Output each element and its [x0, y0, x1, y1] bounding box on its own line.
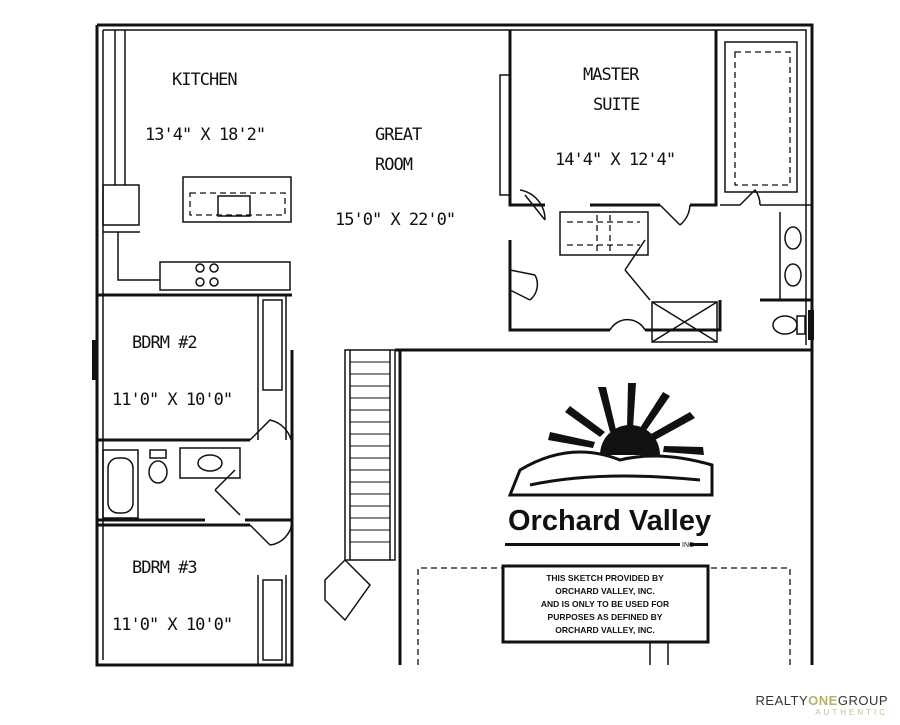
orchard-valley-logo: Orchard Valley INC	[505, 383, 714, 549]
logo-suffix: INC	[682, 542, 694, 549]
disclaimer-line: AND IS ONLY TO BE USED FOR	[541, 599, 669, 609]
kitchen-fixtures	[102, 30, 292, 291]
bedroom2-size: 11'0" X 10'0"	[112, 390, 232, 410]
exterior-walls	[92, 23, 814, 667]
disclaimer-box: THIS SKETCH PROVIDED BY ORCHARD VALLEY, …	[501, 564, 710, 644]
bedroom3-size: 11'0" X 10'0"	[112, 615, 232, 635]
master-suite-label-1: MASTER	[583, 65, 640, 85]
watermark-part1: REALTY	[755, 693, 809, 708]
disclaimer-line: ORCHARD VALLEY, INC.	[555, 625, 655, 635]
master-suite-size: 14'4" X 12'4"	[555, 150, 675, 170]
watermark-part3: GROUP	[837, 693, 888, 708]
great-room-label-1: GREAT	[375, 125, 422, 145]
bedroom3-label: BDRM #3	[132, 558, 197, 578]
realty-one-group-watermark: REALTYONEGROUP AUTHENTIC	[756, 693, 888, 717]
great-room-size: 15'0" X 22'0"	[335, 210, 455, 230]
disclaimer-line: ORCHARD VALLEY, INC.	[555, 586, 655, 596]
disclaimer-line: THIS SKETCH PROVIDED BY	[546, 573, 664, 583]
bedroom2-label: BDRM #2	[132, 333, 197, 353]
kitchen-label: KITCHEN	[172, 70, 237, 90]
disclaimer-line: PURPOSES AS DEFINED BY	[548, 612, 663, 622]
interior-walls	[97, 30, 812, 665]
kitchen-size: 13'4" X 18'2"	[145, 125, 265, 145]
room-labels: KITCHEN 13'4" X 18'2" GREAT ROOM 15'0" X…	[112, 65, 676, 635]
watermark-part2: ONE	[808, 693, 838, 708]
master-suite-label-2: SUITE	[593, 95, 640, 115]
logo-name: Orchard Valley	[508, 505, 711, 537]
great-room-label-2: ROOM	[375, 155, 413, 175]
watermark-line2: AUTHENTIC	[815, 708, 888, 717]
